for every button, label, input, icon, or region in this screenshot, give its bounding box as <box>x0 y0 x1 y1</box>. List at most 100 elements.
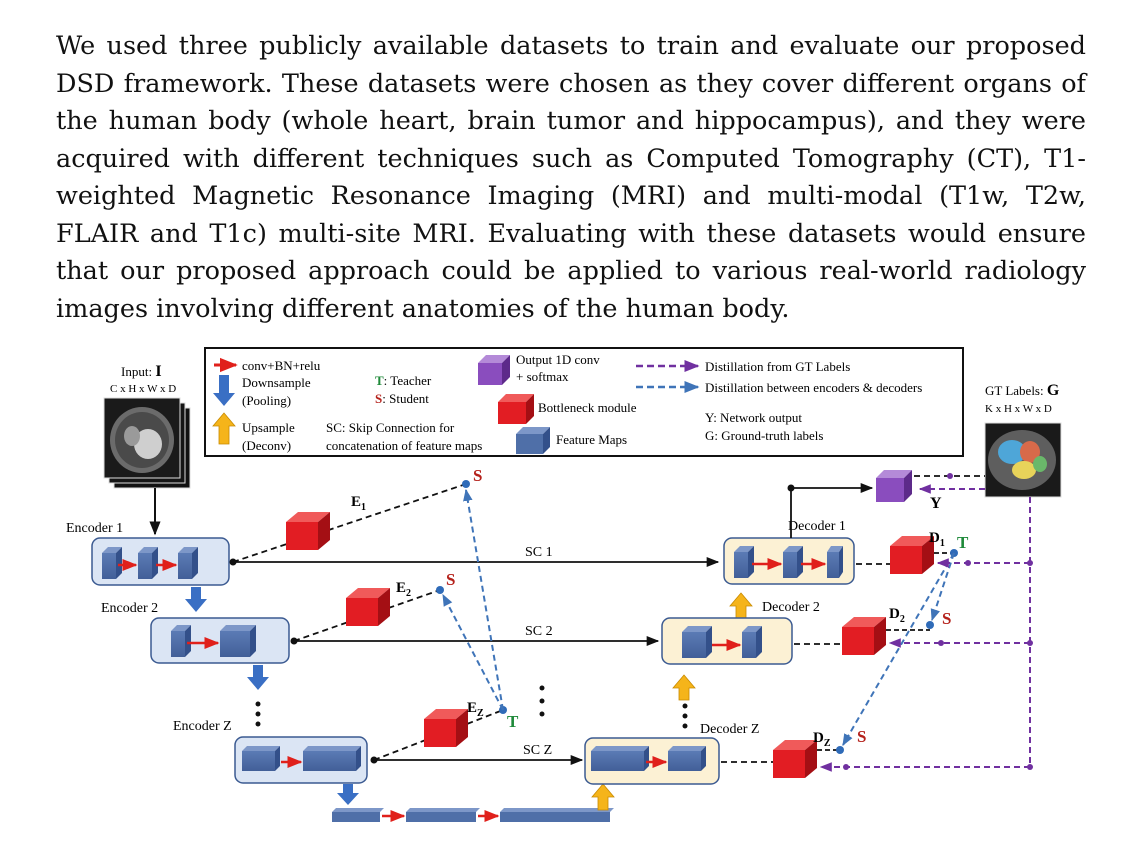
gt-label: GT Labels: <box>985 383 1047 398</box>
skip-z-label: SC Z <box>523 743 552 758</box>
downsample-arrow <box>247 665 269 690</box>
s-label-e1: S <box>473 466 482 485</box>
distill-d1-to-dz <box>842 552 955 747</box>
legend-output-1: Output 1D conv <box>516 352 600 367</box>
feature-map <box>242 746 280 771</box>
input-dims: C x H x W x D <box>110 383 176 395</box>
legend-skip-1: SC: Skip Connection for <box>326 420 455 435</box>
input-label: Input: <box>121 364 155 379</box>
dz-sub: Z <box>824 738 831 749</box>
feature-map <box>682 626 712 658</box>
downsample-arrow <box>185 587 207 612</box>
output-conv-cube <box>876 470 912 502</box>
e1-label: E <box>351 494 361 510</box>
upsample-arrow <box>729 592 753 619</box>
feature-map <box>171 625 191 657</box>
feature-map <box>668 746 706 771</box>
legend-downsample-1: Downsample <box>242 375 311 390</box>
svg-text:D2: D2 <box>889 606 905 625</box>
upsample-arrow <box>672 674 696 701</box>
encoder-2-label: Encoder 2 <box>101 601 158 616</box>
decoder-1-bottleneck <box>890 536 934 574</box>
legend-distill-gt: Distillation from GT Labels <box>705 359 850 374</box>
legend-conv: conv+BN+relu <box>242 358 321 373</box>
feature-map <box>591 746 649 771</box>
legend-teacher-letter: T <box>375 373 384 388</box>
y-label: Y <box>930 495 942 512</box>
encoder-z-bottleneck <box>424 709 468 747</box>
svg-text:D1: D1 <box>929 530 945 549</box>
gt-dims: K x H x W x D <box>985 403 1052 415</box>
e1-sub: 1 <box>361 502 366 513</box>
legend-feature-maps: Feature Maps <box>556 432 627 447</box>
s-label-dz: S <box>857 727 866 746</box>
legend-output-2: + softmax <box>516 369 569 384</box>
encoder-2-bottleneck <box>346 588 390 626</box>
svg-text:EZ: EZ <box>467 700 484 719</box>
legend-upsample-2: (Deconv) <box>242 438 291 453</box>
decoder-2-bottleneck <box>842 617 886 655</box>
feature-map <box>220 625 256 657</box>
feature-map <box>783 546 803 578</box>
legend-distill-enc-dec: Distillation between encoders & decoders <box>705 380 922 395</box>
feature-map <box>102 547 122 579</box>
gt-symbol: G <box>1047 382 1060 399</box>
distill-ez-to-e2 <box>442 593 504 711</box>
downsample-arrow <box>337 784 359 805</box>
svg-text:GT Labels: G: GT Labels: G <box>985 382 1060 399</box>
output-cube-icon <box>478 355 510 385</box>
encoder-1-label: Encoder 1 <box>66 521 123 536</box>
ez-sub: Z <box>477 708 484 719</box>
downsample-arrow-icon <box>213 375 235 406</box>
feature-map <box>734 546 754 578</box>
legend-y: Y: Network output <box>705 410 802 425</box>
bottom-feature-maps <box>332 808 614 822</box>
feature-map <box>178 547 198 579</box>
upsample-arrow-icon <box>212 412 236 445</box>
svg-text:DZ: DZ <box>813 730 831 749</box>
input-ct-image <box>103 397 191 489</box>
body-paragraph: We used three publicly available dataset… <box>56 31 1086 324</box>
decoder-2-block <box>661 617 793 665</box>
feature-map <box>742 626 762 658</box>
legend-bottleneck: Bottleneck module <box>538 400 637 415</box>
input-symbol: I <box>155 363 161 380</box>
feature-map <box>827 546 843 578</box>
svg-text:E2: E2 <box>396 580 411 599</box>
d1-sub: 1 <box>940 538 945 549</box>
legend-box <box>204 347 964 457</box>
ez-label: E <box>467 700 477 716</box>
svg-text:S: Student: S: Student <box>375 391 429 406</box>
gt-segmentation-image <box>984 422 1062 498</box>
distill-ez-to-e1 <box>463 488 504 711</box>
encoder-1-bottleneck <box>286 512 330 550</box>
upsample-arrow <box>591 783 615 811</box>
svg-text:E1: E1 <box>351 494 366 513</box>
skip-2-label: SC 2 <box>525 624 553 639</box>
feature-map-icon <box>516 427 550 454</box>
decoder-z-bottleneck <box>773 740 817 778</box>
d2-sub: 2 <box>900 614 905 625</box>
t-label-d1: T <box>957 533 969 552</box>
bottleneck-cube-icon <box>498 394 534 424</box>
encoder-z-label: Encoder Z <box>173 719 232 734</box>
svg-text:T: Teacher: T: Teacher <box>375 373 432 388</box>
feature-map <box>138 547 158 579</box>
svg-text:Input: I: Input: I <box>121 363 162 380</box>
legend-skip-2: concatenation of feature maps <box>326 438 482 453</box>
dz-label: D <box>813 730 824 746</box>
decoder-2-label: Decoder 2 <box>762 600 820 615</box>
legend-upsample-1: Upsample <box>242 420 295 435</box>
feature-map <box>303 746 361 771</box>
skip-1-label: SC 1 <box>525 545 553 560</box>
e2-sub: 2 <box>406 588 411 599</box>
s-label-e2: S <box>446 570 455 589</box>
d2-label: D <box>889 606 900 622</box>
d1-label: D <box>929 530 940 546</box>
s-label-d2: S <box>942 609 951 628</box>
e2-label: E <box>396 580 406 596</box>
legend-student-letter: S <box>375 391 382 406</box>
legend-teacher: : Teacher <box>384 373 432 388</box>
legend-g: G: Ground-truth labels <box>705 428 823 443</box>
